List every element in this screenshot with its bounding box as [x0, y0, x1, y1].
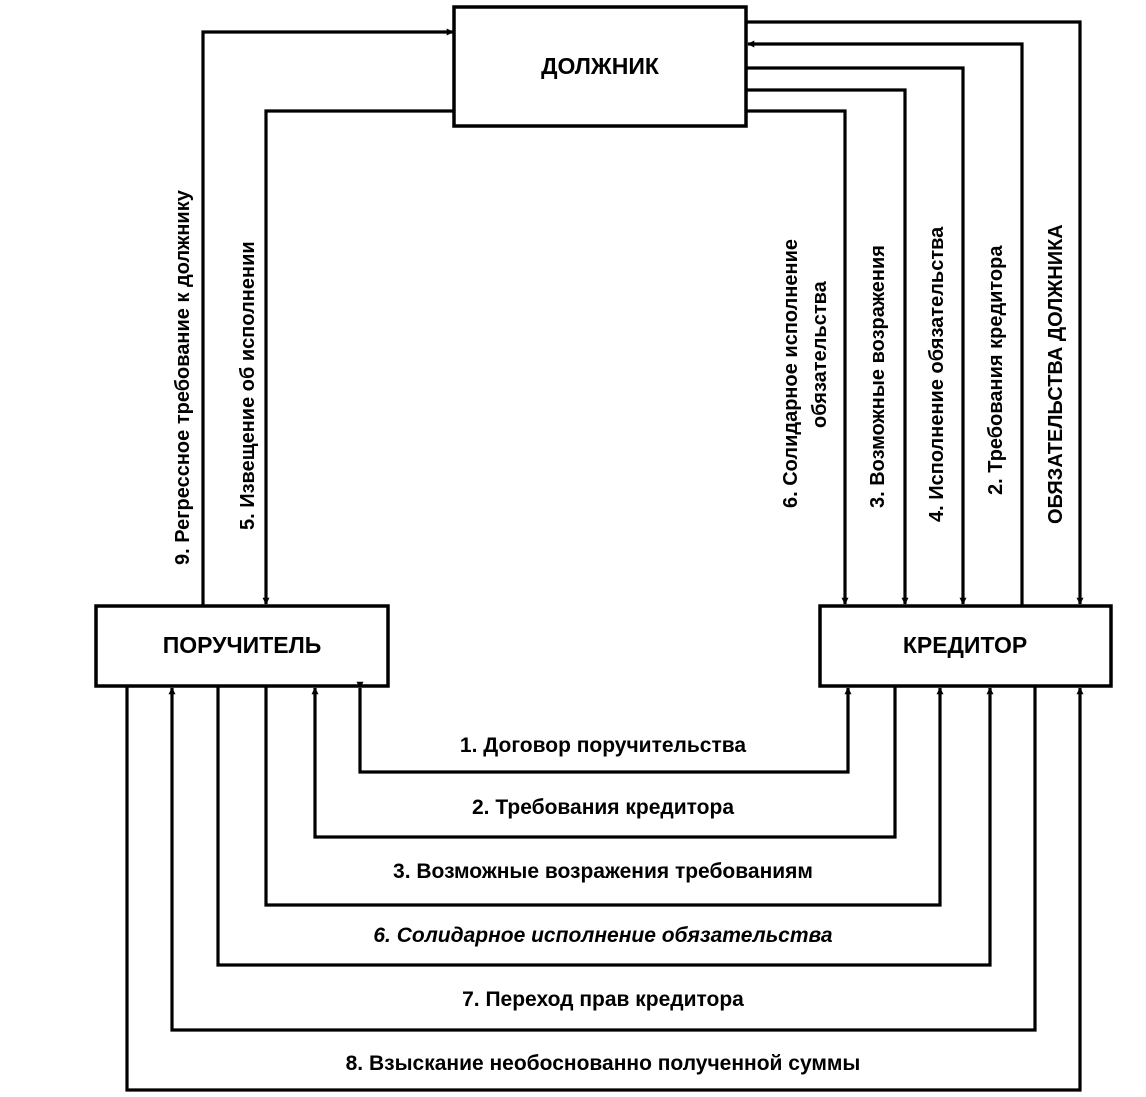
label-transfer-of-rights: 7. Переход прав кредитора — [462, 988, 744, 1011]
label-debtor-obligations: ОБЯЗАТЕЛЬСТВА ДОЛЖНИКА — [1045, 224, 1067, 524]
label-regress-claim: 9. Регрессное требование к должнику — [172, 189, 194, 565]
guarantor-box: ПОРУЧИТЕЛЬ — [94, 604, 390, 688]
label-joint-performance-line2: обязательства — [809, 280, 831, 428]
debtor-label: ДОЛЖНИК — [541, 53, 660, 79]
creditor-box: КРЕДИТОР — [818, 604, 1113, 688]
debtor-obligations-arrow — [746, 20, 1084, 605]
notice-of-performance-arrow — [262, 109, 454, 605]
label-joint-performance: 6. Солидарное исполнение обязательства — [373, 924, 833, 947]
label-possible-objections-vertical: 3. Возможные возражения — [867, 245, 889, 508]
label-creditor-claims: 2. Требования кредитора — [472, 796, 734, 819]
guarantee-contract-arrow — [356, 681, 852, 774]
label-creditor-claims-vertical: 2. Требования кредитора — [985, 245, 1007, 495]
label-recovery-of-sum: 8. Взыскание необоснованно полученной су… — [346, 1052, 861, 1075]
label-performance-of-obligation: 4. Исполнение обязательства — [926, 226, 948, 522]
transfer-of-rights-arrow — [168, 686, 1037, 1032]
possible-objections-top-arrow — [746, 88, 909, 605]
label-guarantee-contract: 1. Договор поручительства — [460, 734, 746, 757]
regress-claim-arrow — [201, 28, 454, 606]
recovery-of-sum-arrow — [125, 686, 1084, 1092]
creditor-claims-bottom-arrow — [311, 686, 897, 839]
creditor-claims-top-arrow — [747, 40, 1024, 606]
joint-performance-top-arrow — [746, 109, 849, 605]
performance-of-obligation-arrow — [746, 66, 967, 605]
label-joint-performance-line1: 6. Солидарное исполнение — [780, 239, 802, 508]
creditor-label: КРЕДИТОР — [903, 632, 1027, 658]
joint-performance-bottom-arrow — [216, 686, 994, 967]
label-possible-objections: 3. Возможные возражения требованиям — [393, 860, 813, 883]
possible-objections-bottom-arrow — [264, 686, 944, 907]
guarantor-label: ПОРУЧИТЕЛЬ — [163, 632, 322, 658]
debtor-box: ДОЛЖНИК — [452, 5, 748, 128]
label-notice-of-performance: 5. Извещение об исполнении — [237, 241, 259, 530]
